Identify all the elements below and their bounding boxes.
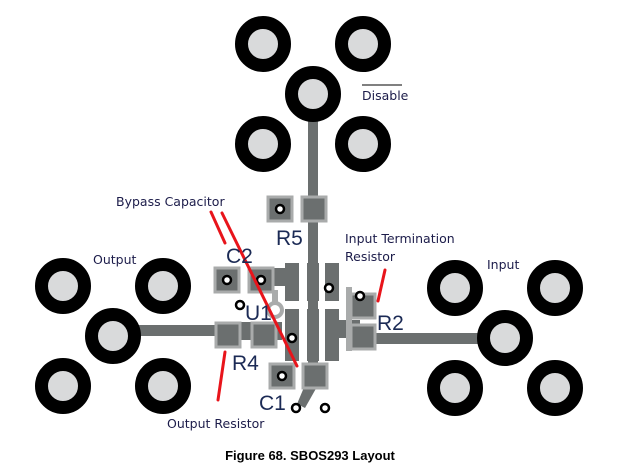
output-label: Output bbox=[93, 252, 137, 267]
u1-pin bbox=[285, 263, 299, 301]
connector-pad bbox=[335, 116, 391, 172]
connector-pad bbox=[35, 258, 91, 314]
connector-pad bbox=[85, 308, 141, 364]
refdes-r5: R5 bbox=[276, 227, 303, 250]
connector-disable bbox=[235, 16, 391, 172]
refdes-u1: U1 bbox=[245, 302, 272, 325]
connector-input bbox=[427, 260, 583, 416]
via bbox=[286, 332, 298, 344]
connector-pad bbox=[427, 360, 483, 416]
connector-pad bbox=[527, 260, 583, 316]
disable-label: Disable bbox=[362, 88, 409, 103]
via bbox=[354, 290, 366, 302]
input-label: Input bbox=[487, 257, 519, 272]
connector-pad bbox=[35, 358, 91, 414]
figure-caption: Figure 68. SBOS293 Layout bbox=[225, 448, 395, 463]
via bbox=[319, 402, 331, 414]
via bbox=[255, 274, 267, 286]
bypass-pointer-c2 bbox=[209, 210, 227, 245]
trace-output bbox=[130, 325, 240, 336]
trace-c1-via bbox=[297, 385, 318, 408]
refdes-c1: C1 bbox=[259, 392, 286, 415]
c1-pad-left bbox=[268, 362, 296, 390]
input-termination-label-1: Input Termination bbox=[345, 231, 455, 246]
connector-pad bbox=[335, 16, 391, 72]
u1-pin bbox=[307, 309, 319, 361]
connector-pad bbox=[135, 258, 191, 314]
connector-output bbox=[35, 258, 191, 414]
connector-pad bbox=[285, 66, 341, 122]
refdes-r4: R4 bbox=[232, 352, 259, 375]
connector-pad bbox=[427, 260, 483, 316]
vias bbox=[221, 203, 366, 414]
c1-pad-right bbox=[301, 362, 329, 390]
connector-pad bbox=[135, 358, 191, 414]
input-termination-label-2: Resistor bbox=[345, 249, 396, 264]
connector-pad bbox=[527, 360, 583, 416]
u1-pin bbox=[325, 263, 339, 301]
u1-pin bbox=[307, 263, 319, 301]
output-resistor-pointer bbox=[216, 350, 227, 402]
r2-pad-bottom bbox=[349, 323, 377, 351]
trace-disable-vertical bbox=[308, 110, 318, 370]
r5-pad-right bbox=[300, 195, 328, 223]
via bbox=[221, 274, 233, 286]
input-termination-pointer bbox=[376, 268, 387, 303]
bypass-capacitor-label: Bypass Capacitor bbox=[116, 194, 225, 209]
connector-pad bbox=[235, 16, 291, 72]
connector-pad bbox=[477, 310, 533, 366]
refdes-c2: C2 bbox=[226, 245, 253, 268]
r2-outline bbox=[346, 287, 352, 351]
r4-pad-left bbox=[214, 321, 242, 349]
via bbox=[274, 203, 286, 215]
via bbox=[290, 402, 302, 414]
via bbox=[234, 299, 246, 311]
trace-input bbox=[370, 333, 490, 344]
connector-pad bbox=[235, 116, 291, 172]
via bbox=[323, 282, 335, 294]
bypass-pointer-c1 bbox=[220, 211, 299, 368]
refdes-r2: R2 bbox=[377, 312, 404, 335]
u1-pin bbox=[325, 309, 339, 361]
u1-pin1-stem bbox=[272, 290, 278, 304]
annotation-lines bbox=[209, 210, 387, 402]
via bbox=[276, 370, 288, 382]
r4-pad-right bbox=[250, 321, 278, 349]
output-resistor-label: Output Resistor bbox=[167, 416, 265, 431]
